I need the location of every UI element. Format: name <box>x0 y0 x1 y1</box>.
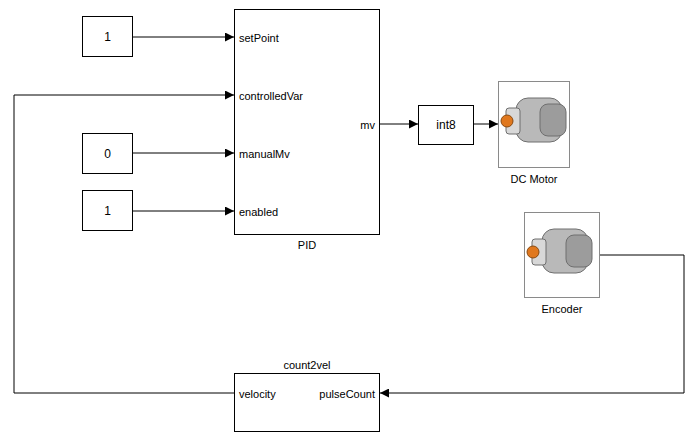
port-label: velocity <box>239 387 276 401</box>
constant-block: 1 <box>82 16 133 57</box>
subsystem-block: count2velvelocitypulseCount <box>234 373 380 432</box>
port-label: mv <box>360 118 375 132</box>
block-name: DC Motor <box>510 172 557 186</box>
constant-value: 0 <box>104 147 111 161</box>
signal-line <box>380 255 684 393</box>
signal-line <box>380 124 418 125</box>
constant-value: 1 <box>104 204 111 218</box>
encoder-icon <box>527 229 592 273</box>
block-name: Encoder <box>542 302 583 316</box>
encoder-block: Encoder <box>524 212 600 298</box>
signal-line <box>133 153 234 154</box>
motor-block: DC Motor <box>498 81 570 168</box>
signal-line <box>14 95 234 393</box>
motor-icon <box>501 98 566 142</box>
block-label: int8 <box>436 118 455 132</box>
constant-block: 0 <box>82 133 133 174</box>
encoder-hub <box>527 246 539 258</box>
pid-block: setPointcontrolledVarmanualMvenabledmvPI… <box>234 9 380 235</box>
type-cast-block: int8 <box>418 105 474 145</box>
port-label: setPoint <box>239 31 279 45</box>
constant-value: 1 <box>104 30 111 44</box>
signal-line <box>133 37 234 38</box>
signal-line <box>474 124 498 125</box>
port-label: controlledVar <box>239 89 303 103</box>
block-name: count2vel <box>283 358 330 372</box>
encoder-back <box>566 235 592 267</box>
port-label: manualMv <box>239 147 290 161</box>
motor-hub <box>501 115 513 127</box>
motor-back <box>540 104 566 136</box>
block-name: PID <box>298 238 316 252</box>
port-label: pulseCount <box>319 387 375 401</box>
port-label: enabled <box>239 205 278 219</box>
constant-block: 1 <box>82 190 133 231</box>
signal-line <box>133 211 234 212</box>
